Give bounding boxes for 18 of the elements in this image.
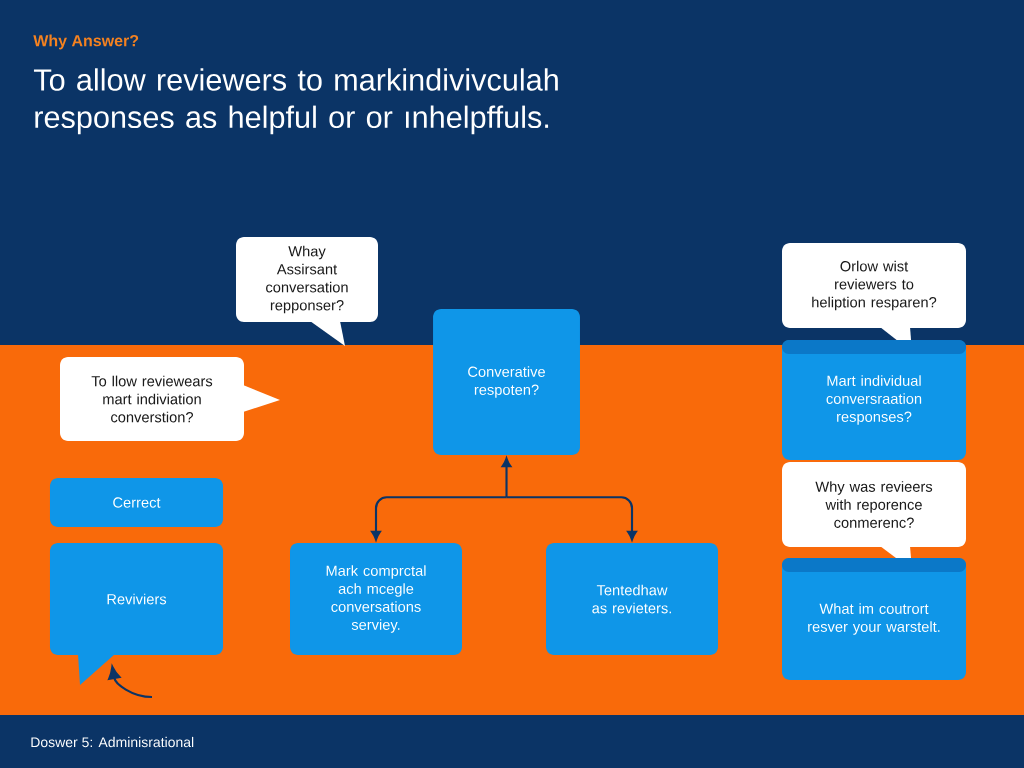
speech-bubble: To llow reviewears mart indiviation converstion? — [60, 357, 280, 441]
process-box: What im coutrort resver your warstelt. — [782, 558, 966, 680]
heading: Why Answer? — [33, 34, 139, 50]
speech-bubble: Reviviers — [49, 543, 224, 685]
arrow — [501, 457, 512, 498]
arrow — [108, 665, 153, 699]
arrow — [371, 496, 507, 541]
arrow — [506, 496, 637, 541]
process-box: Cerrect — [49, 477, 224, 528]
speech-bubble: Orlow wist reviewers to heliption resparen? — [782, 242, 966, 352]
process-box: Tentedhaw as revieters. — [546, 543, 718, 655]
speech-bubble: Why was revieers with reporence conmerenc? — [782, 461, 966, 570]
speech-bubble: Whay Assirsant conversation repponser? — [236, 236, 378, 346]
footer-text: Doswer 5: Adminisrational — [31, 736, 194, 748]
process-box: Mark comprctal ach mcegle conversations serviey. — [290, 543, 462, 655]
process-box: Converative respoten? — [433, 309, 580, 455]
headline: To allow reviewers to markindivivculah responses as helpful or or ınhelpffuls. — [33, 68, 558, 135]
process-box: Mart individual conversraation responses? — [782, 340, 966, 460]
